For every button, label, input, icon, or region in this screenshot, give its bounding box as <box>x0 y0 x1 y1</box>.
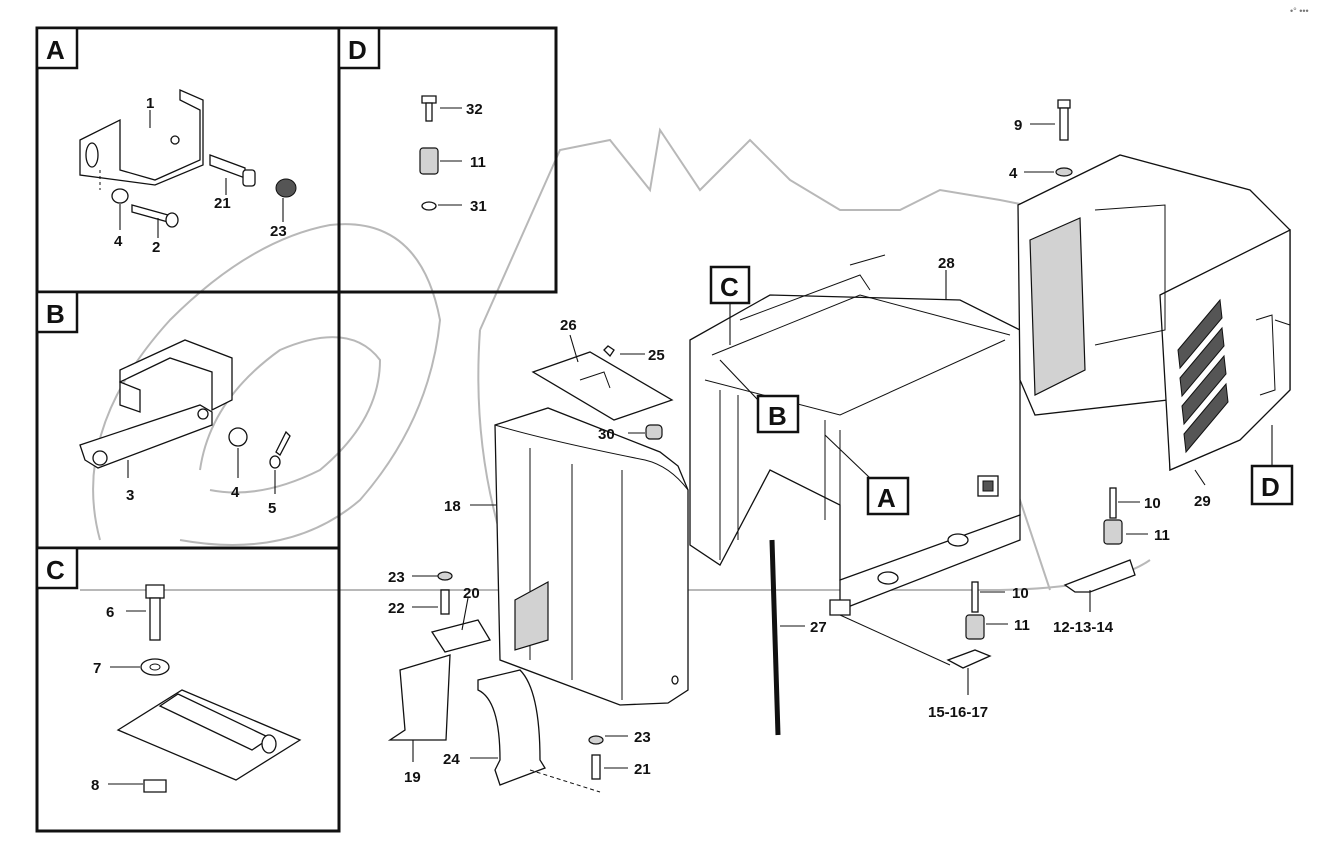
label-d-11: 11 <box>470 154 486 171</box>
label-21: 21 <box>634 761 651 778</box>
label-c-8: 8 <box>91 777 99 794</box>
label-20: 20 <box>463 585 480 602</box>
label-a-21: 21 <box>214 195 231 212</box>
detail-a: A 1 21 23 4 2 <box>35 26 297 256</box>
bracket-15-16-17 <box>946 649 992 669</box>
detail-a-tag: A <box>46 35 65 65</box>
label-11b: 11 <box>1014 617 1030 634</box>
label-25: 25 <box>648 347 665 364</box>
label-b-5: 5 <box>268 500 276 517</box>
label-d-32: 32 <box>466 101 483 118</box>
label-10a: 10 <box>1144 495 1161 512</box>
label-26: 26 <box>560 317 577 334</box>
label-28: 28 <box>938 255 955 272</box>
label-11a: 11 <box>1154 527 1170 544</box>
bracket-12-13-14 <box>1063 559 1136 593</box>
label-a-2: 2 <box>152 239 160 256</box>
label-a-1: 1 <box>146 95 154 112</box>
label-a-23: 23 <box>270 223 287 240</box>
callout-tag-d: D <box>1261 472 1280 502</box>
label-29: 29 <box>1194 493 1211 510</box>
label-23b: 23 <box>634 729 651 746</box>
label-15-16-17: 15-16-17 <box>928 704 988 721</box>
label-27: 27 <box>810 619 827 636</box>
callout-tag-a: A <box>877 483 896 513</box>
detail-c-tag: C <box>46 555 65 585</box>
label-22: 22 <box>388 600 405 617</box>
label-23a: 23 <box>388 569 405 586</box>
label-24: 24 <box>443 751 460 768</box>
detail-d-tag: D <box>348 35 367 65</box>
callout-tag-b: B <box>768 401 787 431</box>
label-d-31: 31 <box>470 198 487 215</box>
detail-frames <box>35 26 558 833</box>
detail-b: B 3 4 5 <box>35 290 291 517</box>
label-30: 30 <box>598 426 615 443</box>
detail-b-tag: B <box>46 299 65 329</box>
label-12-13-14: 12-13-14 <box>1053 619 1114 636</box>
detail-c: C 6 7 8 <box>35 546 302 794</box>
label-b-3: 3 <box>126 487 134 504</box>
corner-mark: •° ••• <box>1290 6 1309 16</box>
label-a-4: 4 <box>114 233 123 250</box>
label-4: 4 <box>1009 165 1018 182</box>
bracket-19 <box>387 654 451 741</box>
bracket-20 <box>430 619 492 653</box>
top-cover-plate <box>531 351 674 421</box>
callout-tag-c: C <box>720 272 739 302</box>
label-c-7: 7 <box>93 660 101 677</box>
label-10b: 10 <box>1012 585 1029 602</box>
label-c-6: 6 <box>106 604 114 621</box>
detail-d: D 32 11 31 <box>337 26 487 215</box>
side-hood-panel <box>494 407 689 706</box>
guard-24 <box>477 669 546 786</box>
label-19: 19 <box>404 769 421 786</box>
main-assembly: C B A D 9 4 28 <box>387 99 1294 793</box>
label-9: 9 <box>1014 117 1022 134</box>
label-b-4: 4 <box>231 484 240 501</box>
label-18: 18 <box>444 498 461 515</box>
